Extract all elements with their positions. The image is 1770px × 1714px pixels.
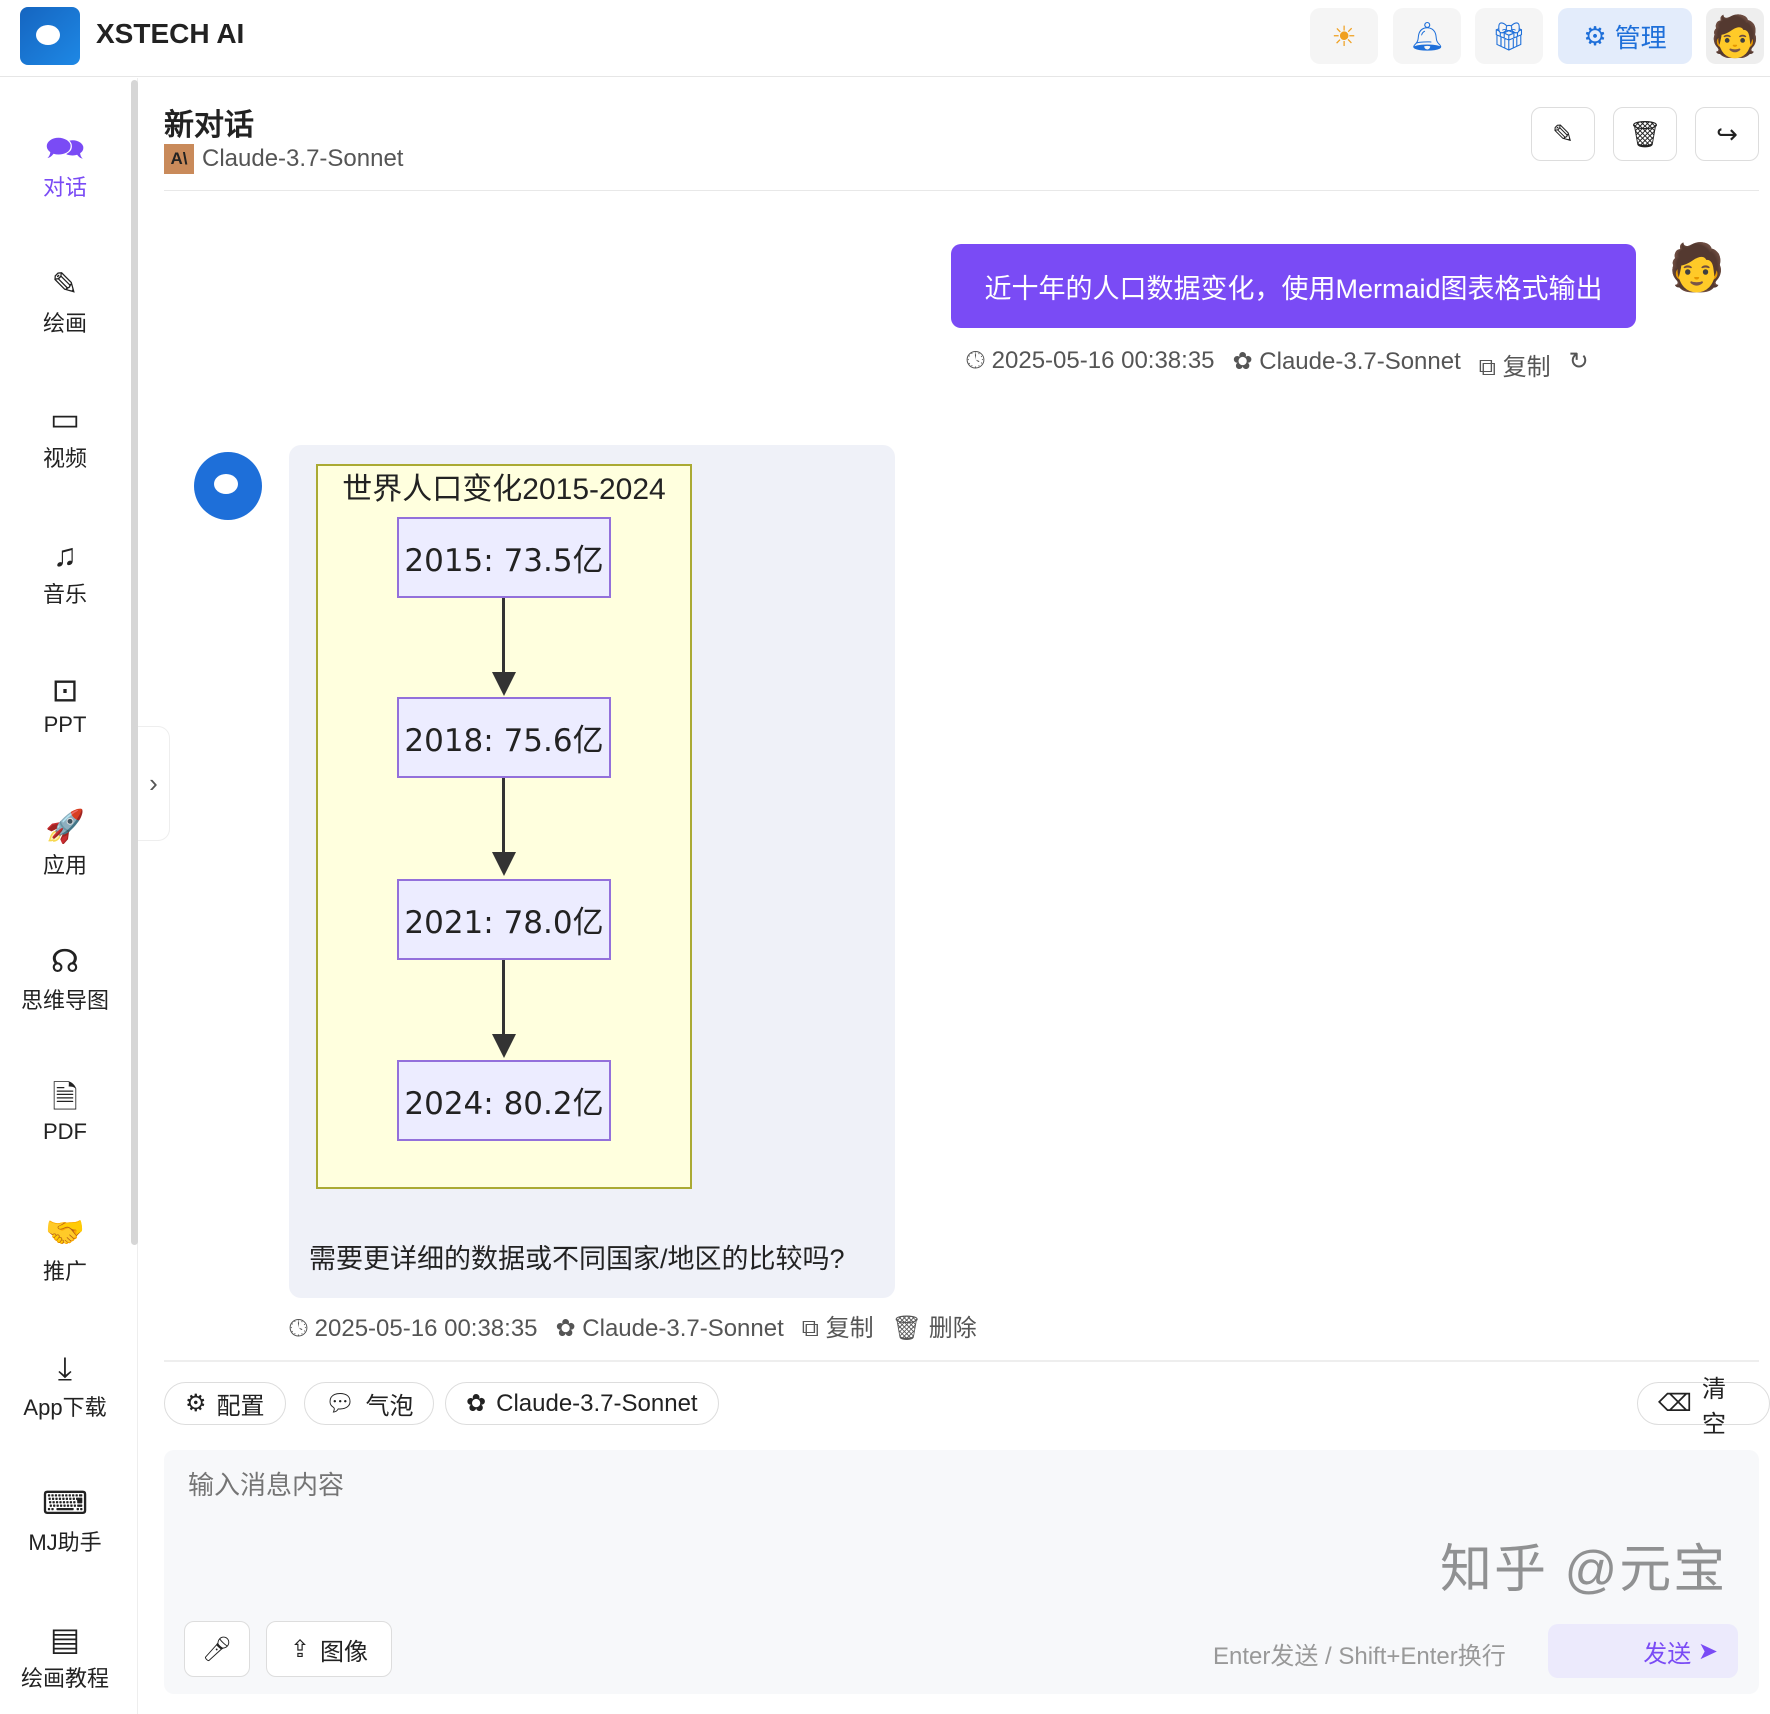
- sidebar-item-4[interactable]: ⊡PPT: [0, 670, 130, 738]
- user-avatar[interactable]: 🧑: [1706, 8, 1764, 64]
- copy-button[interactable]: ⧉ 复制: [1478, 354, 1551, 381]
- microphone-icon: 🎤︎: [201, 1635, 233, 1663]
- sidebar-item-8[interactable]: 🤝推广: [0, 1212, 130, 1286]
- arrow-icon: [492, 1034, 516, 1058]
- logo[interactable]: [20, 7, 80, 65]
- presentation-icon: ⊡: [51, 672, 79, 708]
- clear-button[interactable]: ⌫清空: [1637, 1376, 1770, 1438]
- theme-toggle-icon[interactable]: ☀: [1310, 8, 1378, 64]
- laptop-code-icon: ⌨: [41, 1485, 89, 1521]
- watermark: 知乎 @元宝: [1440, 1541, 1728, 1599]
- model-tag: ✿ Claude-3.7-Sonnet: [555, 1315, 784, 1342]
- download-icon: ⤓: [57, 1349, 73, 1386]
- diagram-edge: [502, 960, 505, 1036]
- copy-button[interactable]: ⧉ 复制: [801, 1315, 874, 1342]
- music-icon: ♫: [53, 536, 77, 573]
- upload-image-button[interactable]: ⇪图像: [266, 1621, 392, 1677]
- delete-message-button[interactable]: 🗑︎ 删除: [891, 1315, 977, 1342]
- book-icon: ▤: [49, 1620, 81, 1657]
- edit-button[interactable]: ✎: [1531, 107, 1595, 161]
- timestamp: 🕓︎ 2025-05-16 00:38:35: [966, 347, 1215, 374]
- sidebar-item-9[interactable]: ⤓App下载: [0, 1348, 130, 1422]
- divider: [164, 190, 1759, 191]
- message-input[interactable]: [188, 1470, 1188, 1501]
- gear-icon: ⚙: [1583, 20, 1607, 51]
- input-hint: Enter发送 / Shift+Enter换行: [1213, 1643, 1506, 1670]
- handshake-icon: 🤝: [45, 1214, 85, 1250]
- bubble-button[interactable]: 💬︎气泡: [304, 1382, 435, 1425]
- mermaid-diagram: 2015: 73.5亿 2018: 75.6亿 2021: 78.0亿 2024…: [316, 464, 692, 1189]
- model-icon: ✿: [466, 1390, 487, 1417]
- brush-icon: ✎: [51, 265, 79, 302]
- pdf-icon: 🗎: [52, 1078, 78, 1115]
- user-message-meta: 🕓︎ 2025-05-16 00:38:35 ✿ Claude-3.7-Sonn…: [966, 347, 1589, 382]
- sidebar-item-7[interactable]: 🗎PDF: [0, 1077, 130, 1145]
- send-button[interactable]: 发送 ➤: [1548, 1624, 1738, 1678]
- diagram-title: 世界人口变化2015-2024: [342, 473, 666, 506]
- rocket-icon: 🚀: [45, 807, 85, 844]
- message-input-area: 🎤︎ ⇪图像: [164, 1450, 1759, 1694]
- diagram-edge: [502, 778, 505, 854]
- anthropic-icon: A\: [164, 144, 194, 174]
- upload-icon: ⇪: [289, 1635, 311, 1663]
- sidebar: [0, 78, 138, 1714]
- delete-button[interactable]: 🗑︎: [1613, 107, 1677, 161]
- diagram-node: 2018: 75.6亿: [397, 697, 611, 778]
- page-title: 新对话: [164, 109, 254, 142]
- message-icon: 💬︎: [325, 1390, 356, 1417]
- sidebar-item-6[interactable]: ☊思维导图: [0, 941, 130, 1015]
- sidebar-scrollbar[interactable]: [131, 80, 138, 1245]
- bell-icon[interactable]: 🔔︎: [1393, 8, 1461, 64]
- brand-name: XSTECH AI: [96, 18, 245, 49]
- share-button[interactable]: ↪: [1695, 107, 1759, 161]
- divider: [164, 1360, 1759, 1362]
- sidebar-item-11[interactable]: ▤绘画教程: [0, 1619, 130, 1693]
- send-icon: ➤: [1697, 1637, 1718, 1665]
- bot-avatar: [194, 452, 262, 520]
- timestamp: 🕓︎ 2025-05-16 00:38:35: [289, 1315, 538, 1342]
- user-message: 近十年的人口数据变化，使用Mermaid图表格式输出: [951, 244, 1636, 328]
- chat-icon: 🗪: [45, 130, 85, 166]
- arrow-icon: [492, 672, 516, 696]
- eraser-icon: ⌫: [1658, 1390, 1692, 1417]
- gift-icon[interactable]: 🎁︎: [1475, 8, 1543, 64]
- conversation-model: A\Claude-3.7-Sonnet: [164, 144, 403, 174]
- refresh-icon[interactable]: ↻: [1568, 348, 1589, 375]
- diagram-edge: [502, 598, 505, 674]
- gear-icon: ⚙: [185, 1390, 207, 1417]
- sidebar-item-5[interactable]: 🚀应用: [0, 806, 130, 880]
- bot-message-meta: 🕓︎ 2025-05-16 00:38:35 ✿ Claude-3.7-Sonn…: [289, 1314, 977, 1344]
- sidebar-item-0[interactable]: 🗪对话: [0, 128, 130, 202]
- diagram-node: 2021: 78.0亿: [397, 879, 611, 960]
- model-select[interactable]: ✿Claude-3.7-Sonnet: [445, 1382, 719, 1425]
- model-tag: ✿ Claude-3.7-Sonnet: [1232, 348, 1461, 375]
- top-header: XSTECH AI ☀ 🔔︎ 🎁︎ ⚙管理 🧑: [0, 0, 1770, 77]
- microphone-button[interactable]: 🎤︎: [184, 1621, 250, 1677]
- sidebar-item-1[interactable]: ✎绘画: [0, 264, 130, 338]
- brain-icon: ☊: [50, 943, 80, 979]
- user-avatar: 🧑: [1668, 241, 1726, 293]
- sidebar-item-3[interactable]: ♫音乐: [0, 535, 130, 609]
- arrow-icon: [492, 852, 516, 876]
- sidebar-item-10[interactable]: ⌨MJ助手: [0, 1483, 130, 1557]
- bot-message-text: 需要更详细的数据或不同国家/地区的比较吗?: [309, 1244, 845, 1274]
- diagram-node: 2024: 80.2亿: [397, 1060, 611, 1141]
- diagram-node: 2015: 73.5亿: [397, 517, 611, 598]
- expand-panel-button[interactable]: ›: [138, 726, 170, 841]
- admin-button[interactable]: ⚙管理: [1558, 8, 1692, 64]
- config-button[interactable]: ⚙配置: [164, 1382, 286, 1425]
- video-icon: ▭: [49, 401, 81, 437]
- sidebar-item-2[interactable]: ▭视频: [0, 399, 130, 473]
